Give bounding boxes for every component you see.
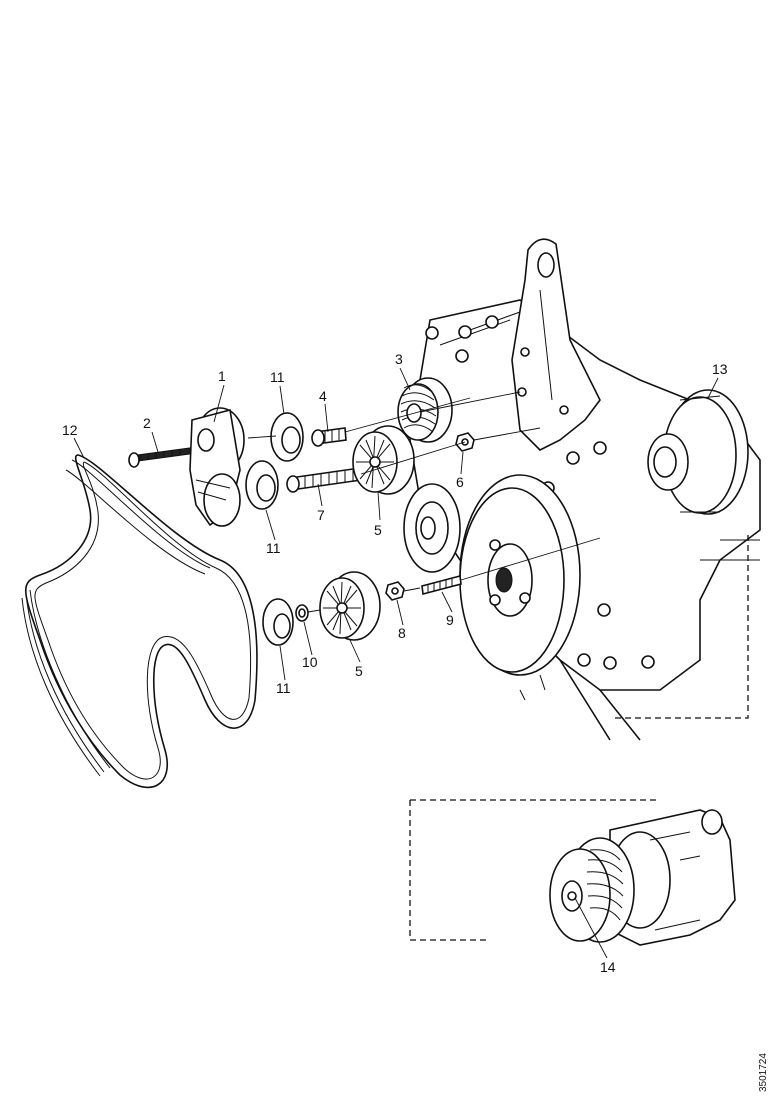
callout-labels: 1 2 3 4 5 5 6 7 8 9 10 11 11 11 12 13 14 <box>62 351 728 975</box>
callout-6: 6 <box>456 474 464 490</box>
callout-4: 4 <box>319 388 327 404</box>
idler-ring-pulley <box>403 483 461 573</box>
callout-5-lower: 5 <box>355 663 363 679</box>
compressor-detail-frame <box>409 535 749 941</box>
figure-code: 3501724 <box>758 1053 769 1092</box>
callout-7: 7 <box>317 507 325 523</box>
callout-11-middle: 11 <box>266 540 281 556</box>
engine-front-cover <box>409 299 761 741</box>
callout-11-lower: 11 <box>276 680 291 696</box>
callout-1: 1 <box>218 368 226 384</box>
small-washer <box>295 604 309 622</box>
assembly-axis-lines <box>247 391 601 613</box>
mounting-bracket <box>511 238 601 451</box>
ac-clutch-pulley <box>647 389 749 515</box>
callout-12: 12 <box>62 422 78 438</box>
washer-lower <box>262 598 294 646</box>
callout-leaders <box>73 367 719 959</box>
callout-8: 8 <box>398 625 406 641</box>
callout-5-upper: 5 <box>374 522 382 538</box>
ac-compressor <box>549 809 736 946</box>
washer-middle <box>245 460 279 510</box>
threaded-stud <box>421 574 462 596</box>
multi-ribbed-belt <box>21 454 258 789</box>
callout-2: 2 <box>143 415 151 431</box>
callout-13: 13 <box>712 361 728 377</box>
callout-11-upper: 11 <box>270 369 285 385</box>
short-bolt <box>311 427 347 447</box>
nut-lower <box>385 581 405 601</box>
callout-14: 14 <box>600 959 616 975</box>
callout-3: 3 <box>395 351 403 367</box>
callout-10: 10 <box>302 654 318 670</box>
tensioner-bolt <box>128 447 191 468</box>
callout-9: 9 <box>446 612 454 628</box>
long-bolt <box>286 467 362 493</box>
washer-upper <box>270 412 304 462</box>
idler-pulley-lower <box>319 571 381 641</box>
idler-pulley-upper <box>352 425 415 495</box>
belt-tensioner <box>189 407 245 527</box>
